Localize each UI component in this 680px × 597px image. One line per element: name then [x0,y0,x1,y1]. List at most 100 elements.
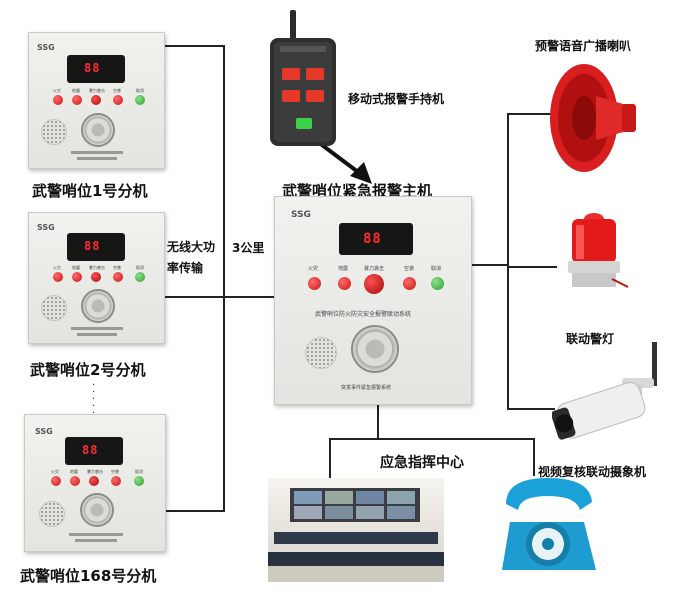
police-emblem-icon [81,113,115,147]
air-raid-alarm-button[interactable] [113,272,123,282]
video-wall-screen [356,506,384,519]
sub-unit-2-label: 武警哨位2号分机 [30,361,146,379]
button-label-fire: 火灾 [53,88,61,93]
main-caption: 武警哨位防火防灾安全报警联动系统 [315,311,412,318]
line-sub1-right [162,45,224,47]
brand-logo: SSG [35,427,53,436]
earthquake-alarm-button[interactable] [70,476,80,486]
police-emblem-icon [351,325,399,373]
alarm-light-icon [568,213,629,288]
telephone-icon [502,478,596,570]
button-label-fire: 火灾 [308,266,319,272]
video-wall-screen [356,491,384,504]
fire-alarm-button[interactable] [53,272,63,282]
line-sub2-to-main [162,296,274,298]
command-center-photo [268,478,444,582]
air-raid-alarm-button[interactable] [111,476,121,486]
led-digits: 88 [363,231,382,247]
button-label-air: 空袭 [113,265,121,270]
button-label-fire: 火灾 [51,469,59,474]
camera-icon [552,342,657,440]
video-wall-screen [387,506,415,519]
violence-alarm-button[interactable] [89,476,99,486]
line-sub168-right [162,510,224,512]
caption-line [69,533,123,536]
button-label-quake: 地震 [72,88,80,93]
cancel-button[interactable] [135,272,145,282]
button-label-air: 空袭 [111,469,119,474]
line-to-camera [507,408,555,410]
wireless-label-line2: 率传输 [167,261,204,275]
led-display: 88 [65,437,123,465]
cancel-button[interactable] [431,277,444,290]
floor [268,566,444,582]
button-label-cancel: 取消 [135,469,143,474]
speaker-grille-icon [41,119,67,145]
sub-unit-168-label: 武警哨位168号分机 [20,567,157,585]
line-main-right [470,264,508,266]
fire-alarm-button[interactable] [53,95,63,105]
earthquake-alarm-button[interactable] [338,277,351,290]
camera-label: 视频复核联动摄象机 [538,465,647,479]
led-digits: 88 [84,239,101,253]
caption-line [77,157,117,160]
brand-logo: SSG [291,210,311,220]
earthquake-alarm-button[interactable] [72,95,82,105]
button-label-cancel: 取消 [136,265,144,270]
sub-unit-168-panel: SSG 88 火灾 地震 暴力袭击 空袭 取消 [24,414,166,552]
button-label-quake: 地震 [338,266,349,272]
button-label-fire: 火灾 [53,265,61,270]
air-raid-alarm-button[interactable] [403,277,416,290]
button-label-violence: 暴力袭击 [89,265,105,270]
caption-line [77,333,117,336]
led-display: 88 [339,223,413,255]
sub-unit-1-panel: SSG 88 火灾 地震 暴力袭击 空袭 取消 [28,32,165,169]
police-emblem-icon [80,493,114,527]
line-trunk-vertical [223,45,225,512]
console-desk [274,532,438,544]
alarm-light-label: 联动警灯 [566,332,615,346]
led-digits: 88 [82,443,99,457]
line-center-right-down [533,438,535,476]
caption-line [75,539,117,542]
line-right-vertical [507,113,509,409]
video-wall-screen [325,506,353,519]
wireless-label-line1: 无线大功 [167,240,216,254]
button-label-violence: 暴力袭击 [89,88,105,93]
caption-line [71,151,123,154]
video-wall-screen [294,506,322,519]
button-label-cancel: 取消 [136,88,144,93]
video-wall-screen [387,491,415,504]
cancel-button[interactable] [135,95,145,105]
led-display: 88 [67,55,125,83]
speaker-label: 预警语音广播喇叭 [535,39,632,53]
handheld-label: 移动式报警手持机 [348,92,445,106]
brand-logo: SSG [37,223,55,232]
caption-line [71,327,123,330]
earthquake-alarm-button[interactable] [72,272,82,282]
fire-alarm-button[interactable] [51,476,61,486]
violence-alarm-button[interactable] [364,274,384,294]
police-emblem-icon [81,289,115,323]
button-label-cancel: 取消 [431,266,442,272]
speaker-grille-icon [39,501,65,527]
sub-unit-2-panel: SSG 88 火灾 地震 暴力袭击 空袭 取消 [28,212,165,344]
more-units-ellipsis: · · · · · [92,380,96,419]
main-footer: 突发事件紧急报警系统 [341,385,392,391]
button-label-violence: 暴力袭击 [87,469,103,474]
button-label-quake: 地震 [70,469,78,474]
speaker-grille-icon [305,337,337,369]
button-label-air: 空袭 [404,266,415,272]
handheld-alarm-device-icon [270,10,336,146]
fire-alarm-button[interactable] [308,277,321,290]
arrow-handheld-to-main [316,140,372,184]
main-unit-panel: SSG 88 火灾 地震 暴力袭击 空袭 取消 武警哨位防火防灾安全报警联动系统… [274,196,472,405]
violence-alarm-button[interactable] [91,95,101,105]
video-wall-screen [294,491,322,504]
distance-label: 3公里 [232,241,265,255]
cancel-button[interactable] [134,476,144,486]
violence-alarm-button[interactable] [91,272,101,282]
button-label-violence: 暴力袭击 [364,266,385,272]
button-label-air: 空袭 [113,88,121,93]
air-raid-alarm-button[interactable] [113,95,123,105]
